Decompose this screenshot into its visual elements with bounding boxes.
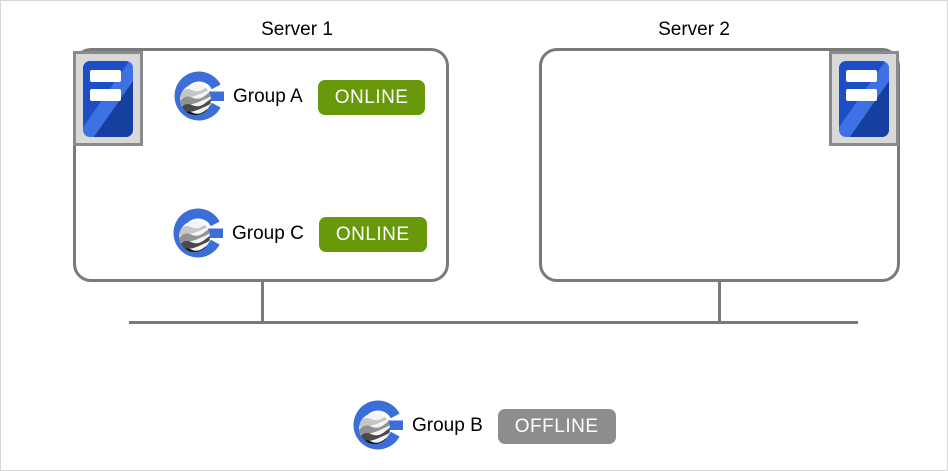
server2-connector-line <box>718 280 721 324</box>
group-a-status-badge: ONLINE <box>317 79 426 115</box>
tower-server-icon <box>839 60 889 137</box>
group-a-row: Group A ONLINE <box>172 71 426 123</box>
availability-group-icon <box>172 71 227 123</box>
tower-drive-bay <box>846 69 877 82</box>
server1-tower-icon <box>73 51 143 146</box>
group-c-label: Group C <box>232 223 304 244</box>
group-b-status-badge: OFFLINE <box>497 408 616 444</box>
availability-group-icon <box>171 208 226 260</box>
group-c-row: Group C ONLINE <box>171 208 427 260</box>
group-c-status-badge: ONLINE <box>318 216 427 252</box>
availability-group-icon <box>351 400 406 452</box>
tower-server-icon <box>83 60 133 137</box>
server2-tower-icon <box>829 51 899 146</box>
tower-drive-bay <box>90 88 121 101</box>
server1-title: Server 1 <box>261 19 333 40</box>
network-bus-line <box>129 321 858 324</box>
tower-drive-bay <box>90 69 121 82</box>
group-b-label: Group B <box>412 415 483 436</box>
group-a-label: Group A <box>233 86 303 107</box>
group-b-row: Group B OFFLINE <box>351 400 616 452</box>
server2-title: Server 2 <box>658 19 730 40</box>
server1-connector-line <box>261 280 264 324</box>
tower-drive-bay <box>846 88 877 101</box>
